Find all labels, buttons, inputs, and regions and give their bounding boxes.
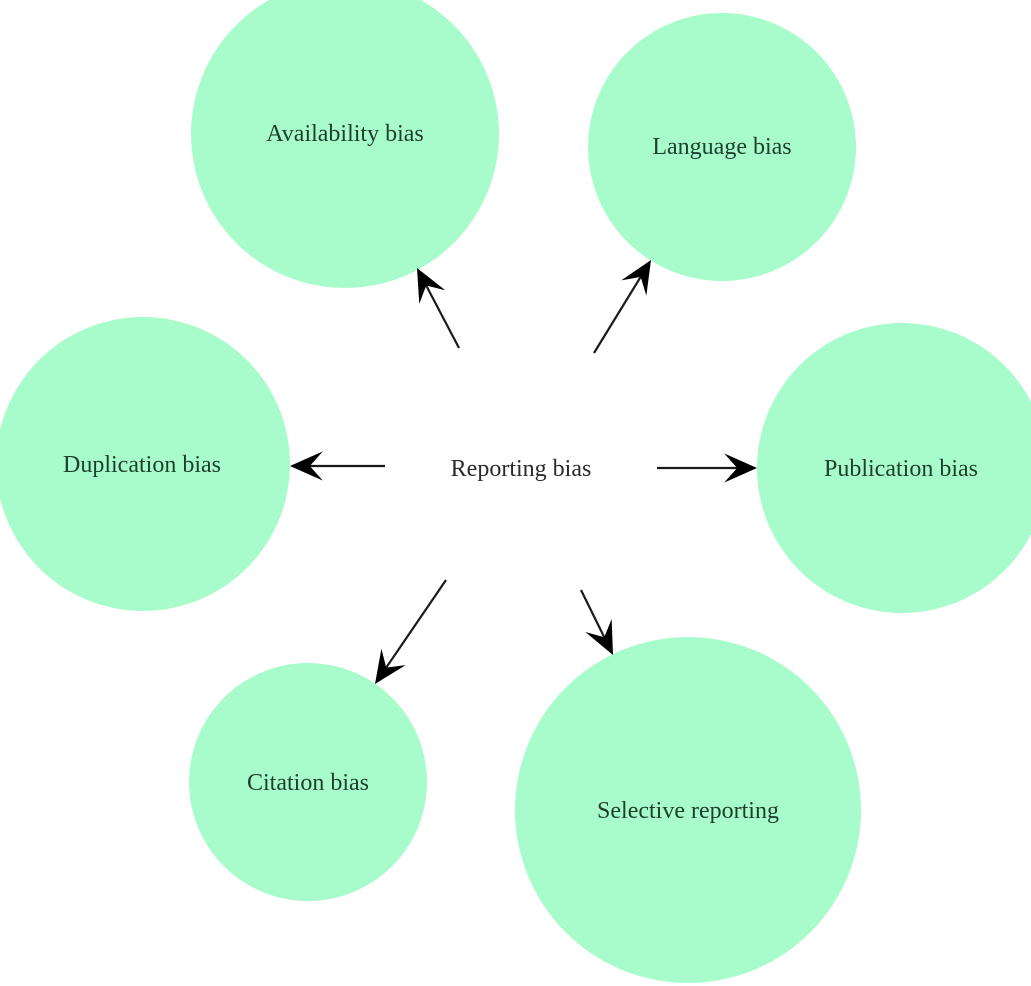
arrowhead (375, 648, 406, 684)
node-citation: Citation bias (189, 663, 427, 901)
node-citation-label: Citation bias (247, 770, 369, 796)
node-language: Language bias (588, 13, 856, 281)
center-node-label: Reporting bias (451, 456, 592, 482)
arrowhead (621, 260, 651, 296)
node-language-circle (588, 13, 856, 281)
arrowhead (417, 268, 446, 304)
node-language-label: Language bias (652, 134, 791, 160)
arrowhead (585, 619, 613, 655)
arrow-shaft (422, 279, 460, 349)
node-publication-circle (757, 323, 1031, 613)
arrow-to-duplication (290, 451, 385, 481)
arrow-to-availability (417, 268, 460, 349)
node-duplication-circle (0, 317, 290, 611)
node-selective-circle (515, 637, 861, 983)
arrow-shaft (580, 589, 608, 643)
node-publication-label: Publication bias (824, 456, 978, 482)
node-duplication-label: Duplication bias (63, 452, 221, 478)
arrowhead (290, 451, 323, 481)
node-citation-circle (189, 663, 427, 901)
node-availability-circle (191, 0, 499, 288)
node-duplication: Duplication bias (0, 317, 290, 611)
arrow-to-publication (657, 453, 757, 483)
arrow-to-language (593, 260, 651, 354)
node-selective: Selective reporting (515, 637, 861, 983)
node-selective-label: Selective reporting (597, 798, 779, 824)
arrow-shaft (381, 579, 447, 674)
arrow-to-citation (375, 579, 447, 684)
arrow-shaft (593, 271, 645, 354)
arrow-to-selective (580, 589, 613, 655)
node-availability: Availability bias (191, 0, 499, 288)
node-publication: Publication bias (757, 323, 1031, 613)
arrowhead (724, 453, 757, 483)
node-availability-label: Availability bias (266, 121, 424, 147)
